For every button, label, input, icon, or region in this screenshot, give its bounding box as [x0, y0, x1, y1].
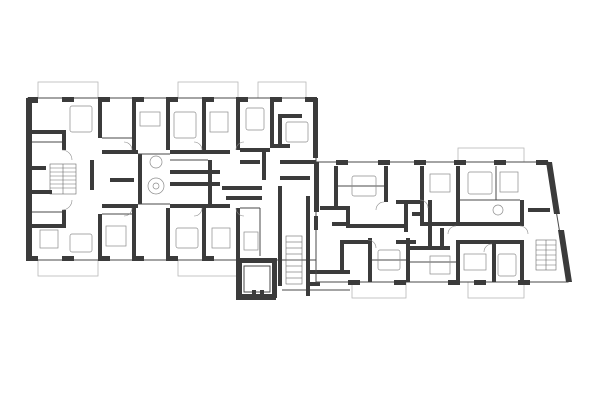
central-stair: [285, 235, 303, 285]
furniture: [39, 105, 519, 277]
sofa-3: [499, 171, 519, 193]
balcony-left-top-1: [37, 81, 99, 99]
sofa-1: [139, 111, 161, 127]
bed-10: [497, 253, 517, 277]
table-3: [105, 225, 127, 247]
bed-3: [245, 107, 265, 131]
bed-8: [467, 171, 493, 195]
door-swings: [61, 141, 529, 253]
table-2: [39, 229, 59, 249]
bed-2: [173, 111, 197, 139]
bed-7: [351, 175, 377, 197]
round-table-3: [492, 204, 504, 216]
stairwell-right-wing: [535, 239, 557, 271]
balcony-right-top: [457, 147, 525, 163]
balcony-left-bottom-2: [177, 259, 239, 277]
balcony-left-bottom-1: [37, 259, 99, 277]
balcony-left-top-2: [177, 81, 239, 99]
bed-9: [377, 249, 401, 271]
table-1: [209, 111, 229, 133]
right-wing: [314, 160, 572, 285]
round-table-2: [149, 155, 163, 169]
table-5: [429, 173, 451, 193]
bed-6: [175, 227, 199, 249]
table-6: [429, 255, 451, 275]
central-core: [236, 186, 350, 300]
sofa-4: [463, 253, 487, 271]
bed-4: [285, 121, 309, 143]
round-table: [147, 177, 165, 195]
sofa-2: [211, 227, 231, 249]
stairwell-left-wing: [49, 163, 77, 195]
bed-5: [69, 233, 93, 253]
bed-1: [69, 105, 93, 133]
balcony-left-top-3: [257, 81, 307, 99]
table-4: [243, 231, 259, 251]
